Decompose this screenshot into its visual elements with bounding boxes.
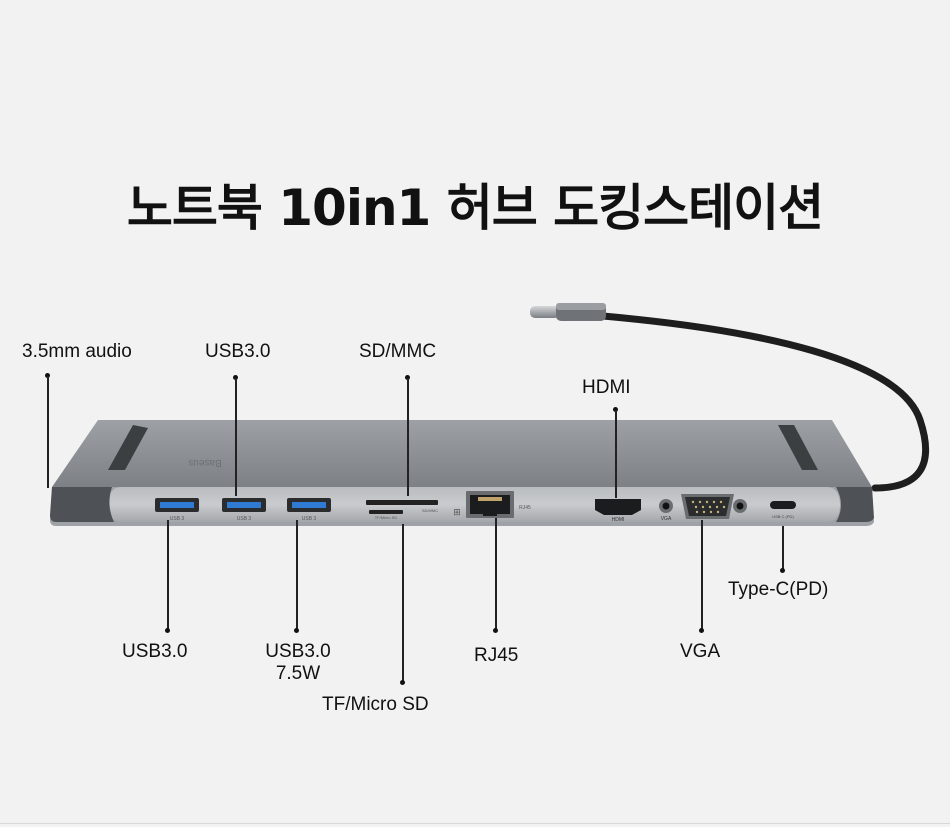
svg-text:USB 3: USB 3	[302, 516, 317, 522]
audio-jack	[659, 499, 673, 513]
right-rubber-strip	[778, 425, 818, 470]
label-tf: TF/Micro SD	[322, 694, 429, 715]
svg-text:SD/MMC: SD/MMC	[422, 508, 438, 513]
label-usb-middle-line1: USB3.0	[265, 641, 331, 662]
svg-text:HDMI: HDMI	[612, 517, 625, 523]
rj45-dot	[493, 628, 498, 633]
vga-port	[681, 494, 747, 519]
hub-top-surface	[52, 420, 872, 487]
audio-leader	[47, 376, 49, 488]
sd-card-slot	[366, 500, 438, 505]
brand-engraving: Baseus	[188, 457, 221, 468]
typec-dot	[780, 568, 785, 573]
usb-a-port-2	[222, 498, 266, 512]
usb-middle-dot	[294, 628, 299, 633]
label-vga: VGA	[680, 641, 721, 662]
sd-dot	[405, 375, 410, 380]
hdmi-port	[595, 499, 641, 515]
usb-c-plug	[530, 303, 606, 321]
usb-left-dot	[165, 628, 170, 633]
usb-middle-leader	[296, 520, 298, 630]
svg-text:USB C (PD): USB C (PD)	[772, 514, 794, 519]
rj45-leader	[495, 518, 497, 630]
tf-leader	[402, 524, 404, 682]
bottom-divider	[0, 823, 950, 824]
usb-a-port-3	[287, 498, 331, 512]
usb-top-dot	[233, 375, 238, 380]
vga-dot	[699, 628, 704, 633]
tf-card-slot	[369, 510, 403, 514]
tf-dot	[400, 680, 405, 685]
svg-text:USB 3: USB 3	[170, 516, 185, 522]
rj45-port	[466, 491, 514, 518]
vga-leader	[701, 520, 703, 630]
usb-top-leader	[235, 378, 237, 496]
svg-text:USB 3: USB 3	[237, 516, 252, 522]
label-usb-left: USB3.0	[122, 641, 188, 662]
label-type-c: Type-C(PD)	[728, 579, 829, 600]
usb-left-leader	[167, 520, 169, 630]
svg-text:RJ45: RJ45	[519, 505, 531, 511]
page-title: 노트북 10in1 허브 도킹스테이션	[126, 179, 824, 237]
hdmi-dot	[613, 407, 618, 412]
label-usb-middle-line2: 7.5W	[275, 663, 321, 684]
svg-text:TF/Micro SD: TF/Micro SD	[375, 515, 398, 520]
usb-c-port	[770, 501, 796, 509]
label-rj45: RJ45	[474, 645, 519, 666]
usb-a-port-1	[155, 498, 199, 512]
label-hdmi: HDMI	[582, 377, 631, 398]
label-usb-middle: USB3.0 7.5W	[253, 641, 343, 685]
label-audio: 3.5mm audio	[22, 341, 132, 362]
label-sd-mmc: SD/MMC	[359, 341, 437, 362]
label-usb-top: USB3.0	[205, 341, 271, 362]
svg-text:VGA: VGA	[661, 516, 672, 522]
hdmi-leader	[615, 410, 617, 498]
sd-leader	[407, 378, 409, 496]
usb-c-cable	[599, 312, 930, 492]
network-icon: ⊞	[453, 508, 461, 518]
audio-dot	[45, 373, 50, 378]
left-rubber-strip	[108, 425, 148, 470]
typec-leader	[782, 526, 784, 570]
